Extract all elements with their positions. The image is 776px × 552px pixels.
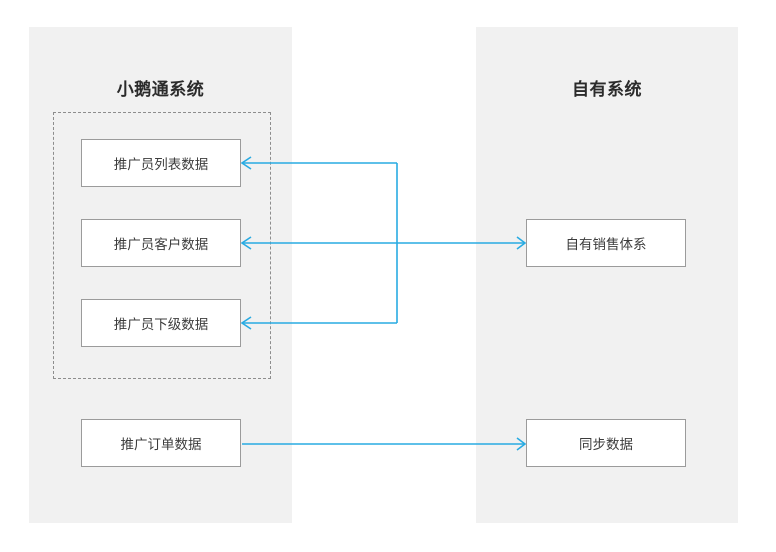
node-promoter-list[interactable]: 推广员列表数据 — [81, 139, 241, 187]
node-sync-data[interactable]: 同步数据 — [526, 419, 686, 467]
node-promoter-sub[interactable]: 推广员下级数据 — [81, 299, 241, 347]
node-promoter-client[interactable]: 推广员客户数据 — [81, 219, 241, 267]
node-promoter-order[interactable]: 推广订单数据 — [81, 419, 241, 467]
dashed-group-container — [53, 112, 271, 379]
panel-right-title: 自有系统 — [572, 80, 642, 99]
node-own-sales[interactable]: 自有销售体系 — [526, 219, 686, 267]
panel-left-title: 小鹅通系统 — [116, 80, 205, 99]
